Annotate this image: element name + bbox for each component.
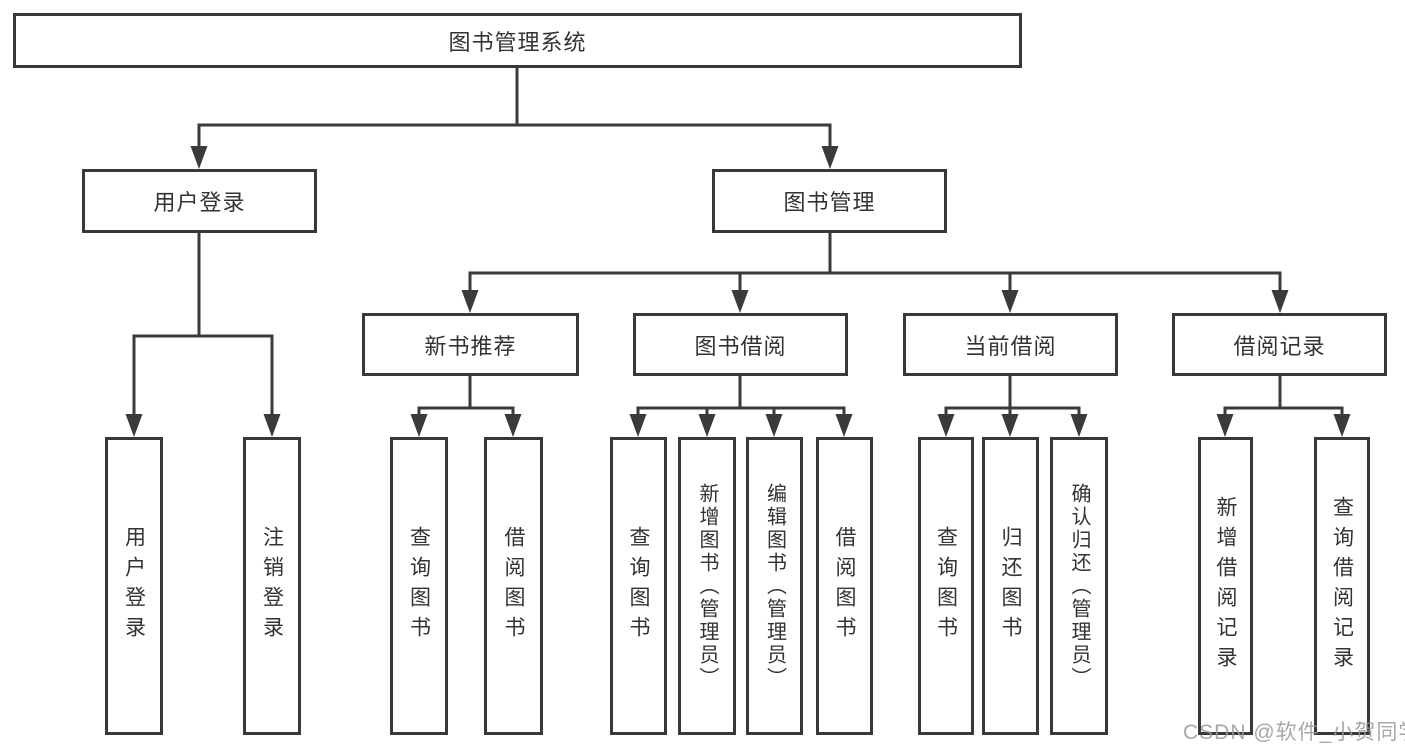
- node-new-book-recommend: 新书推荐: [362, 313, 579, 376]
- leaf-bb-borrow-books: 借阅图书: [816, 437, 873, 735]
- leaf-user-login: 用户登录: [105, 437, 163, 735]
- arrowhead-icon: [410, 414, 428, 437]
- leaf-nbr-query-books: 查询图书: [390, 437, 448, 735]
- arrowhead-icon: [1001, 290, 1019, 313]
- leaf-nbr-borrow-books: 借阅图书: [484, 437, 543, 735]
- watermark: CSDN @软件_小贺同学: [1183, 721, 1405, 744]
- arrowhead-icon: [1001, 414, 1019, 437]
- leaf-br-query-record-label: 查询借阅记录: [1330, 496, 1354, 676]
- arrowhead-icon: [1070, 414, 1088, 437]
- leaf-bb-borrow-books-label: 借阅图书: [833, 526, 856, 646]
- node-new-book-recommend-label: 新书推荐: [424, 333, 517, 359]
- node-book-borrowing-label: 图书借阅: [694, 333, 787, 359]
- arrowhead-icon: [1271, 290, 1289, 313]
- node-root: 图书管理系统: [13, 13, 1022, 68]
- leaf-bb-edit-books-admin-label: 编辑图书（管理员）: [763, 482, 786, 690]
- leaf-nbr-borrow-books-label: 借阅图书: [502, 526, 525, 646]
- arrowhead-icon: [629, 414, 647, 437]
- leaf-logout: 注销登录: [243, 437, 301, 735]
- arrowhead-icon: [937, 414, 955, 437]
- arrowhead-icon: [125, 414, 143, 437]
- leaf-cb-query-books-label: 查询图书: [934, 526, 958, 646]
- leaf-bb-query-books-label: 查询图书: [627, 526, 650, 646]
- arrowhead-icon: [835, 414, 853, 437]
- node-root-label: 图书管理系统: [448, 29, 587, 55]
- node-book-management: 图书管理: [712, 169, 947, 233]
- leaf-cb-query-books: 查询图书: [918, 437, 974, 735]
- arrowhead-icon: [698, 414, 716, 437]
- node-user-login: 用户登录: [82, 169, 317, 233]
- leaf-cb-return-books: 归还图书: [982, 437, 1039, 735]
- node-borrow-records-label: 借阅记录: [1233, 333, 1326, 359]
- node-user-login-label: 用户登录: [153, 190, 246, 215]
- leaf-br-query-record: 查询借阅记录: [1314, 437, 1370, 735]
- leaf-br-add-record: 新增借阅记录: [1198, 437, 1253, 735]
- leaf-nbr-query-books-label: 查询图书: [407, 526, 431, 646]
- node-borrow-records: 借阅记录: [1172, 313, 1387, 376]
- node-book-borrowing: 图书借阅: [633, 313, 848, 376]
- arrowhead-icon: [1216, 414, 1234, 437]
- arrowhead-icon: [821, 146, 839, 169]
- leaf-bb-edit-books-admin: 编辑图书（管理员）: [746, 437, 803, 735]
- node-current-borrowing-label: 当前借阅: [964, 333, 1057, 359]
- arrowhead-icon: [263, 414, 281, 437]
- leaf-cb-confirm-return-admin-label: 确认归还（管理员）: [1068, 482, 1090, 690]
- leaf-user-login-label: 用户登录: [122, 526, 146, 646]
- leaf-bb-add-books-admin: 新增图书（管理员）: [678, 437, 736, 735]
- leaf-br-add-record-label: 新增借阅记录: [1214, 496, 1237, 676]
- arrowhead-icon: [461, 290, 479, 313]
- arrowhead-icon: [1333, 414, 1351, 437]
- leaf-cb-return-books-label: 归还图书: [999, 526, 1022, 646]
- arrowhead-icon: [765, 414, 783, 437]
- node-book-management-label: 图书管理: [783, 190, 876, 215]
- arrowhead-icon: [504, 414, 522, 437]
- leaf-bb-query-books: 查询图书: [610, 437, 667, 735]
- arrowhead-icon: [731, 290, 749, 313]
- node-current-borrowing: 当前借阅: [903, 313, 1118, 376]
- leaf-cb-confirm-return-admin: 确认归还（管理员）: [1050, 437, 1108, 735]
- arrowhead-group: [125, 146, 1351, 437]
- leaf-bb-add-books-admin-label: 新增图书（管理员）: [696, 482, 718, 690]
- leaf-logout-label: 注销登录: [260, 526, 284, 646]
- arrowhead-icon: [190, 146, 208, 169]
